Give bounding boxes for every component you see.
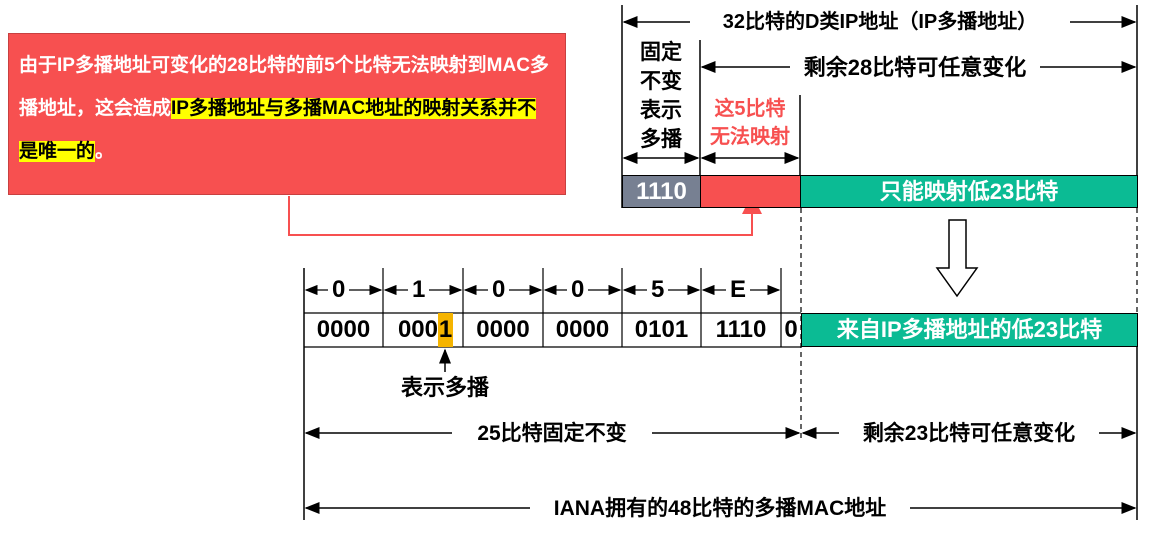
mac-bits: 0000 [555,316,610,343]
mac-bits: 0000 [476,316,530,343]
multicast-bit: 1 [438,313,453,347]
multicast-bit-label: 表示多播 [385,374,505,402]
callout-highlight-1: IP多播地址与多播 [171,98,322,119]
ip-unmapped-label: 这5比特 无法映射 [701,95,799,151]
ip-fixed-label: 固定 不变 表示 多播 [624,38,698,154]
callout-end: 。 [95,141,115,162]
mac-low-bits: 来自IP多播地址的低23比特 [801,313,1138,347]
hex-digit: 0 [567,276,589,304]
hex-digit: 0 [488,276,510,304]
ip-unmapped-bits [700,175,801,208]
mac-bits: 000 [397,316,438,343]
mac-fixed-label: 25比特固定不变 [452,420,652,447]
mac-bits: 0101 [634,316,689,343]
hex-digit: 5 [647,276,669,304]
ip-title: 32比特的D类IP地址（IP多播地址） [690,9,1070,35]
callout-text: 由于IP多播地址可变化的28比特的前5个比特无法映射到MAC多播地址，这会造成 [19,55,549,119]
fixed-line: 多播 [640,128,682,151]
fixed-line: 不变 [640,70,682,93]
mac-bits: 1110 [715,316,767,343]
ip-remaining-label: 剩余28比特可任意变化 [790,54,1040,82]
ip-prefix-bits: 1110 [622,175,701,208]
hex-digit: 1 [408,276,430,304]
explanation-callout: 由于IP多播地址可变化的28比特的前5个比特无法映射到MAC多播地址，这会造成I… [8,33,566,195]
hex-digit: E [726,276,751,304]
mac-bits: 0 [784,316,798,343]
ip-low-bits: 只能映射低23比特 [800,175,1138,208]
fixed-line: 表示 [640,99,682,122]
mac-total-label: IANA拥有的48比特的多播MAC地址 [530,495,910,522]
fixed-line: 固定 [640,41,682,64]
unmapped-line: 这5比特 [714,98,786,120]
hex-digit: 0 [328,276,350,304]
mac-remaining-label: 剩余23比特可任意变化 [839,420,1099,447]
unmapped-line: 无法映射 [710,126,790,148]
mac-bits: 0000 [316,316,371,343]
